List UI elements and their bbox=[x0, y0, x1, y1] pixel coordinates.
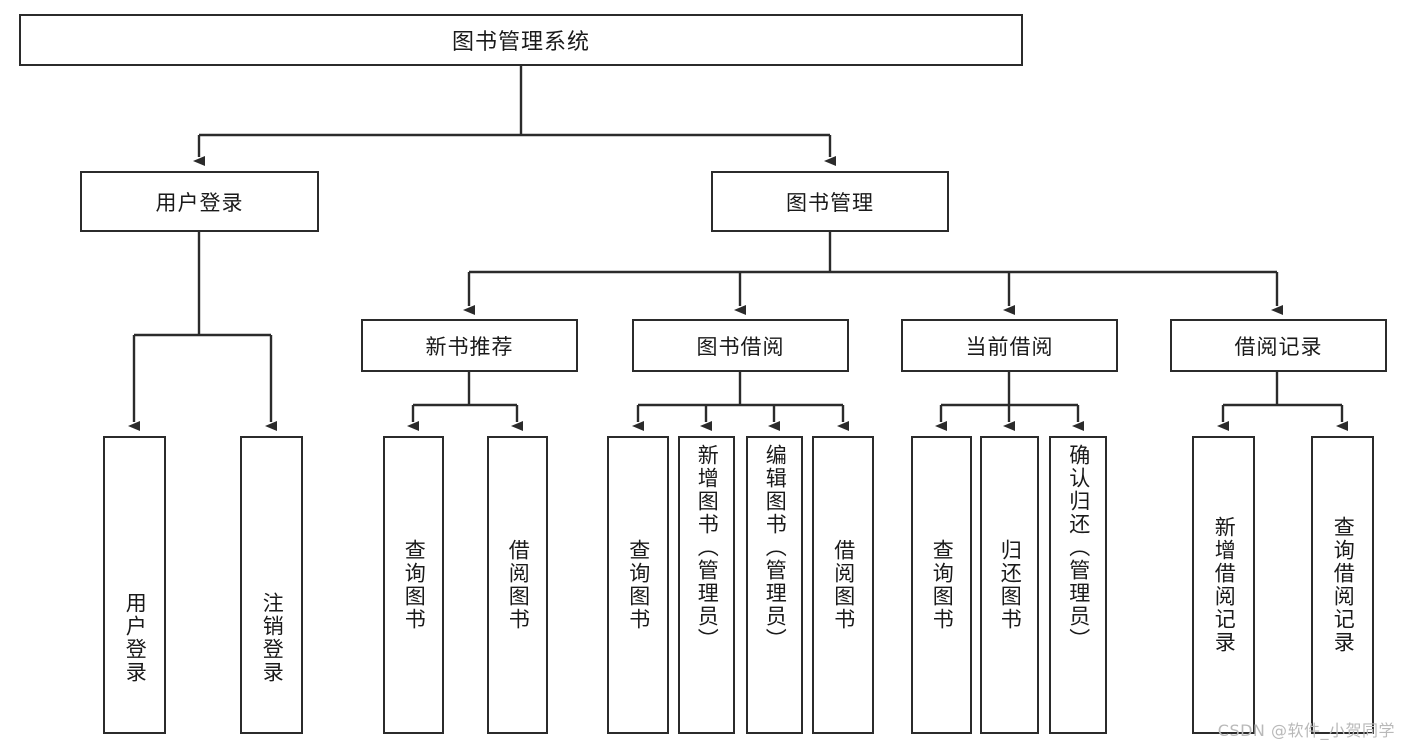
node-label: 借阅图书 bbox=[506, 539, 531, 631]
node-label: 用户登录 bbox=[155, 190, 244, 215]
node-book-borrow[interactable]: 图书借阅 bbox=[632, 319, 849, 372]
node-new-book-recommendation[interactable]: 新书推荐 bbox=[361, 319, 578, 372]
node-leaf-borrow-book-1[interactable]: 借阅图书 bbox=[487, 436, 548, 734]
node-leaf-confirm-return[interactable]: 确认归还（管理员） bbox=[1049, 436, 1107, 734]
node-label: 借阅记录 bbox=[1234, 334, 1323, 359]
node-label: 当前借阅 bbox=[965, 334, 1054, 359]
node-label: 查询借阅记录 bbox=[1331, 516, 1356, 654]
node-label: 归还图书 bbox=[998, 539, 1023, 631]
node-label: 编辑图书（管理员） bbox=[763, 444, 788, 651]
node-label: 新书推荐 bbox=[425, 334, 514, 359]
node-label: 查询图书 bbox=[626, 539, 651, 631]
node-label: 图书管理 bbox=[786, 190, 874, 215]
node-leaf-user-login[interactable]: 用户登录 bbox=[103, 436, 166, 734]
node-label: 借阅图书 bbox=[831, 539, 856, 631]
node-leaf-add-book[interactable]: 新增图书（管理员） bbox=[678, 436, 735, 734]
node-leaf-query-borrow-record[interactable]: 查询借阅记录 bbox=[1311, 436, 1374, 734]
node-label: 确认归还（管理员） bbox=[1066, 444, 1091, 651]
node-label: 图书借阅 bbox=[696, 334, 785, 359]
node-label: 新增借阅记录 bbox=[1212, 516, 1237, 654]
node-label: 图书管理系统 bbox=[451, 30, 590, 55]
node-leaf-borrow-book-2[interactable]: 借阅图书 bbox=[812, 436, 874, 734]
node-leaf-add-borrow-record[interactable]: 新增借阅记录 bbox=[1192, 436, 1255, 734]
node-leaf-logout[interactable]: 注销登录 bbox=[240, 436, 303, 734]
node-root-book-management-system[interactable]: 图书管理系统 bbox=[19, 14, 1023, 66]
node-leaf-return-book[interactable]: 归还图书 bbox=[980, 436, 1039, 734]
node-label: 查询图书 bbox=[930, 539, 955, 631]
node-leaf-query-book-3[interactable]: 查询图书 bbox=[911, 436, 972, 734]
node-leaf-query-book-1[interactable]: 查询图书 bbox=[383, 436, 444, 734]
node-current-borrow[interactable]: 当前借阅 bbox=[901, 319, 1118, 372]
node-leaf-query-book-2[interactable]: 查询图书 bbox=[607, 436, 669, 734]
csdn-watermark: CSDN @软件_小贺同学 bbox=[1217, 721, 1395, 740]
node-borrow-record[interactable]: 借阅记录 bbox=[1170, 319, 1387, 372]
node-leaf-edit-book[interactable]: 编辑图书（管理员） bbox=[746, 436, 803, 734]
node-label: 新增图书（管理员） bbox=[695, 444, 720, 651]
node-label: 查询图书 bbox=[402, 539, 427, 631]
node-label: 注销登录 bbox=[260, 592, 285, 684]
node-user-login[interactable]: 用户登录 bbox=[80, 171, 319, 232]
node-label: 用户登录 bbox=[123, 592, 148, 684]
node-book-management[interactable]: 图书管理 bbox=[711, 171, 949, 232]
